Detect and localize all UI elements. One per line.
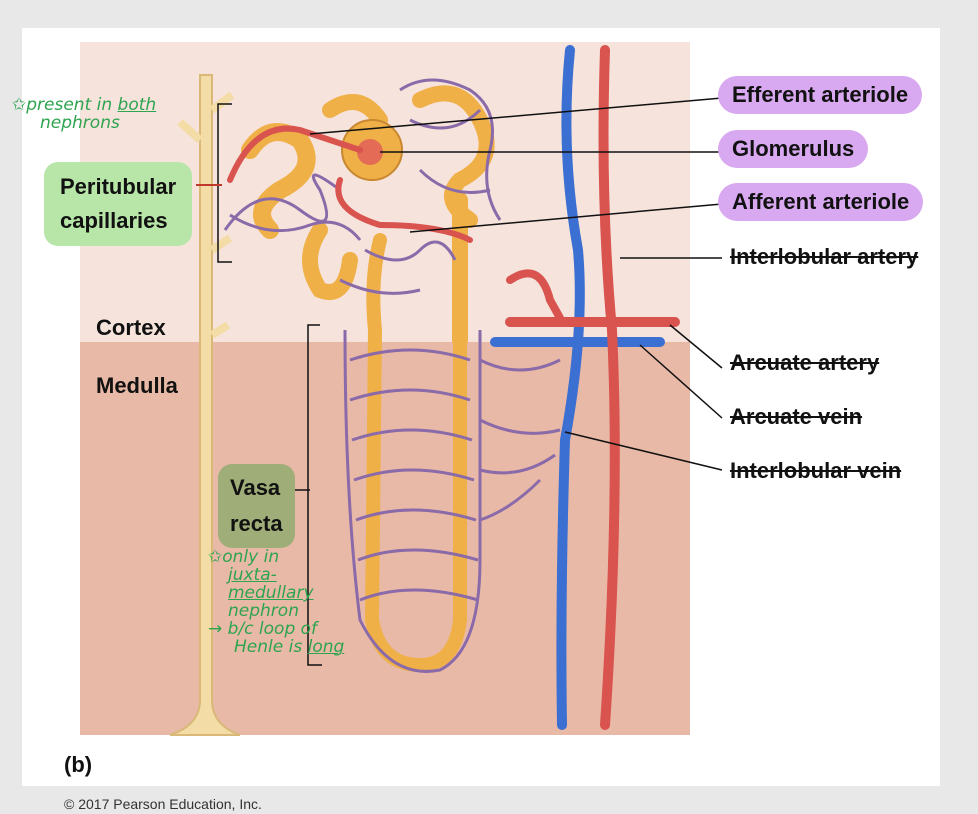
note2-line6b: long <box>307 637 345 657</box>
interlobular-artery-label: Interlobular artery <box>730 244 919 269</box>
arcuate-artery-label: Arcuate artery <box>730 350 880 375</box>
figure-letter: (b) <box>64 752 93 777</box>
medulla-region <box>80 342 690 735</box>
note1-emphasis: both <box>117 95 157 115</box>
note2-line3: medullary <box>228 583 314 603</box>
peritubular-line1: Peritubular <box>60 174 177 199</box>
peritubular-capillaries-label: Peritubular capillaries <box>44 162 193 246</box>
note1-text2: nephrons <box>40 113 120 133</box>
note2-line2: juxta- <box>228 565 277 585</box>
cortex-label: Cortex <box>96 315 166 340</box>
vasa-line2: recta <box>230 511 283 536</box>
arcuate-vein-label: Arcuate vein <box>730 404 863 429</box>
copyright-text: © 2017 Pearson Education, Inc. <box>64 796 262 812</box>
interlobular-vein-label: Interlobular vein <box>730 458 902 483</box>
capillary-network <box>223 78 561 673</box>
glomerulus-label: Glomerulus <box>718 130 869 168</box>
peritubular-line2: capillaries <box>60 208 168 233</box>
note-present-both: ✩present in both nephrons <box>12 96 156 132</box>
note-juxtamedullary: ✩only in juxta- medullary nephron → b/c … <box>208 548 344 656</box>
note2-line1: ✩only in <box>208 547 280 567</box>
note1-text: ✩present in <box>12 95 118 115</box>
leader-lines <box>200 97 723 666</box>
efferent-arteriole-label: Efferent arteriole <box>718 76 923 114</box>
medulla-label: Medulla <box>96 373 178 398</box>
afferent-arteriole-label: Afferent arteriole <box>718 183 924 221</box>
collecting-duct <box>169 74 241 736</box>
note2-line6a: Henle is <box>234 637 308 657</box>
vasa-line1: Vasa <box>230 475 281 500</box>
arteries <box>227 45 680 730</box>
vasa-recta-label: Vasa recta <box>218 464 295 548</box>
note2-line6: Henle is long <box>234 638 344 656</box>
note2-line5: → b/c loop of <box>208 619 318 639</box>
note2-line4: nephron <box>228 601 299 621</box>
glomerulus <box>341 119 403 181</box>
